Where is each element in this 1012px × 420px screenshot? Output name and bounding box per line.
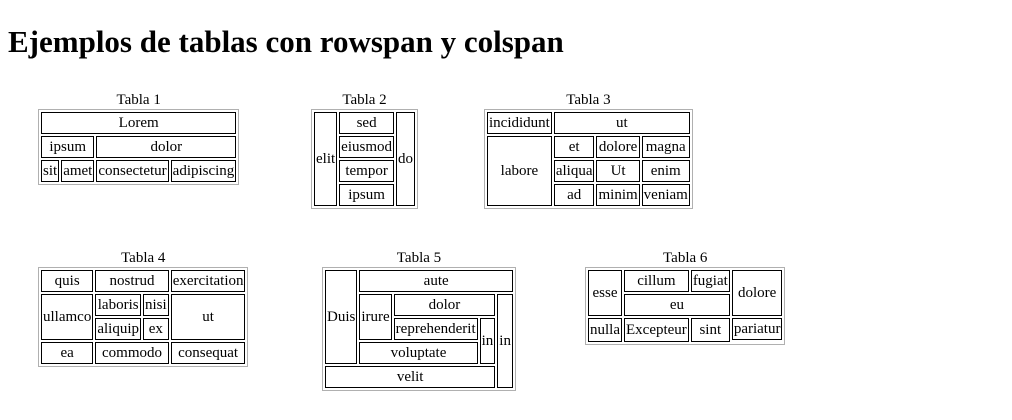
table-2: Tabla 2 elit sed do eiusmod tempor ipsum <box>311 91 419 209</box>
table-cell: in <box>497 294 513 388</box>
table-4: Tabla 4 quis nostrud exercitation ullamc… <box>38 249 249 367</box>
table-caption: Tabla 1 <box>116 92 161 108</box>
table-cell: eiusmod <box>339 136 395 158</box>
table-caption: Tabla 5 <box>396 250 442 266</box>
table-cell: aliqua <box>553 160 595 182</box>
table-3: Tabla 3 incididunt ut labore et dolore m… <box>484 91 693 209</box>
table-cell: aliquip <box>95 318 141 340</box>
table-cell: voluptate <box>359 342 478 364</box>
table-1: Tabla 1 Lorem ipsum dolor sit amet conse… <box>38 91 240 185</box>
table-cell: cillum <box>624 270 689 292</box>
table-cell: incididunt <box>487 112 552 134</box>
table-cell: reprehenderit <box>393 318 478 340</box>
table-cell: ut <box>170 294 246 340</box>
table-cell: adipiscing <box>170 160 237 182</box>
table-cell: amet <box>61 160 95 182</box>
table-cell: fugiat <box>690 270 730 292</box>
table-cell: ad <box>553 184 595 206</box>
table-cell: irure <box>359 294 392 340</box>
table-cell: et <box>553 136 595 158</box>
table-cell: do <box>396 112 416 206</box>
table-cell: eu <box>624 294 730 316</box>
table-6: Tabla 6 esse cillum fugiat dolore eu nul… <box>585 249 786 345</box>
table-caption: Tabla 6 <box>663 250 708 266</box>
table-cell: dolor <box>96 136 237 158</box>
table-cell: veniam <box>641 184 690 206</box>
table-cell: nisi <box>143 294 169 316</box>
table-cell: elit <box>314 112 338 206</box>
table-cell: ea <box>41 342 94 364</box>
table-cell: consectetur <box>96 160 169 182</box>
table-cell: ut <box>553 112 690 134</box>
table-cell: minim <box>596 184 640 206</box>
table-cell: enim <box>641 160 690 182</box>
page-title: Ejemplos de tablas con rowspan y colspan <box>8 24 564 59</box>
table-cell: pariatur <box>731 318 783 340</box>
table-cell: Excepteur <box>624 318 689 342</box>
table-cell: nulla <box>588 318 622 342</box>
table-cell: consequat <box>170 342 246 364</box>
table-cell: sed <box>339 112 395 134</box>
table-cell: in <box>479 318 496 364</box>
table-cell: nostrud <box>95 270 169 292</box>
table-cell: esse <box>588 270 622 316</box>
table-caption: Tabla 2 <box>342 92 387 108</box>
table-caption: Tabla 3 <box>566 92 611 108</box>
table-cell: sit <box>41 160 60 182</box>
table-cell: quis <box>41 270 94 292</box>
table-cell: labore <box>487 136 552 206</box>
table-caption: Tabla 4 <box>121 250 166 266</box>
table-cell: exercitation <box>170 270 246 292</box>
table-cell: laboris <box>95 294 141 316</box>
table-cell: commodo <box>95 342 169 364</box>
table-cell: dolor <box>393 294 496 316</box>
table-cell: ipsum <box>339 184 395 206</box>
table-cell: dolore <box>731 270 783 316</box>
table-cell: ex <box>143 318 169 340</box>
table-cell: sint <box>690 318 730 342</box>
table-cell: Duis <box>325 270 358 364</box>
table-cell: dolore <box>596 136 640 158</box>
table-cell: ipsum <box>41 136 95 158</box>
table-cell: Ut <box>596 160 640 182</box>
table-cell: Lorem <box>41 112 237 134</box>
table-cell: aute <box>359 270 513 292</box>
table-cell: tempor <box>339 160 395 182</box>
table-cell: velit <box>325 366 496 388</box>
table-cell: magna <box>641 136 690 158</box>
table-cell: ullamco <box>41 294 94 340</box>
table-5: Tabla 5 Duis aute irure dolor in reprehe… <box>322 249 516 391</box>
